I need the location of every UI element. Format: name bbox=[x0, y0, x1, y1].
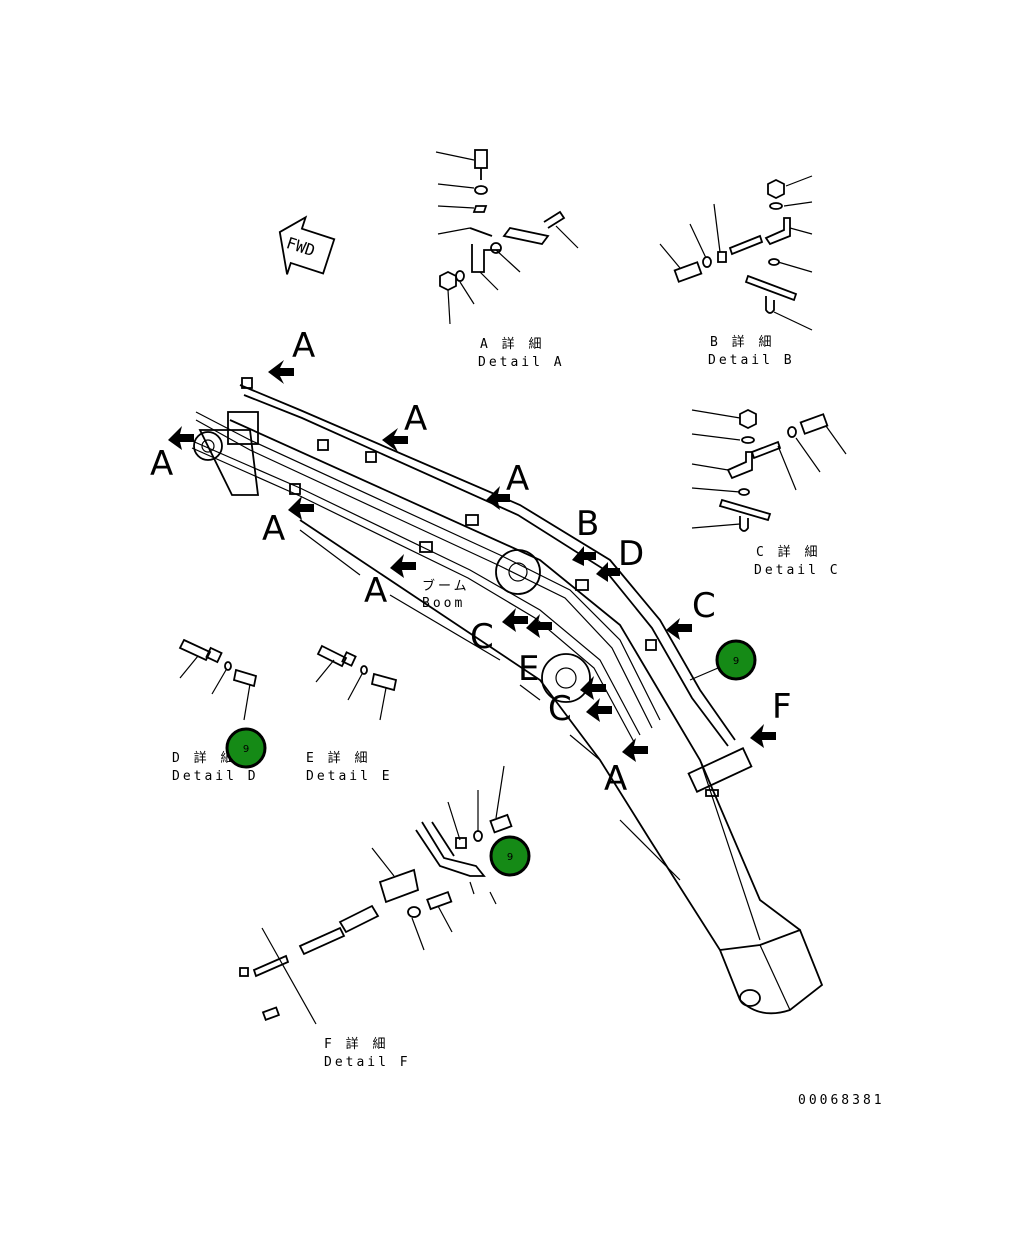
detail-c: C 詳 細 Detail C bbox=[691, 408, 847, 578]
detail-a-title-en: Detail A bbox=[478, 355, 565, 370]
callout-c: C bbox=[470, 617, 494, 657]
callout-c: C bbox=[548, 689, 572, 729]
part-marker[interactable]: 9 bbox=[715, 639, 757, 681]
part-marker[interactable]: 9 bbox=[225, 727, 267, 769]
part-marker-label: 9 bbox=[733, 656, 739, 667]
callout-a: A bbox=[404, 399, 427, 439]
detail-a-title-jp: A 詳 細 bbox=[480, 336, 544, 352]
detail-c-title-jp: C 詳 細 bbox=[756, 544, 820, 560]
fwd-indicator: FWD bbox=[278, 215, 336, 275]
callout-e: E bbox=[518, 649, 539, 689]
detail-b-title-en: Detail B bbox=[708, 353, 795, 368]
detail-e-title-en: Detail E bbox=[306, 769, 393, 784]
detail-b-title-jp: B 詳 細 bbox=[710, 334, 774, 350]
detail-f-title-jp: F 詳 細 bbox=[324, 1036, 388, 1052]
callout-d: D bbox=[618, 534, 644, 574]
boom-label-en: Boom bbox=[422, 596, 465, 611]
callout-a: A bbox=[150, 444, 173, 484]
detail-b: B 詳 細 Detail B bbox=[659, 175, 813, 368]
detail-e: E 詳 細 Detail E bbox=[306, 644, 398, 784]
callout-f: F bbox=[772, 687, 792, 727]
boom-label-jp: ブーム bbox=[422, 578, 470, 594]
callout-a: A bbox=[364, 571, 387, 611]
callout-a: A bbox=[604, 759, 627, 799]
detail-c-title-en: Detail C bbox=[754, 563, 841, 578]
fwd-label: FWD bbox=[284, 233, 317, 260]
detail-e-title-jp: E 詳 細 bbox=[306, 750, 370, 766]
callout-a: A bbox=[262, 509, 285, 549]
part-marker-label: 9 bbox=[243, 744, 249, 755]
detail-f-title-en: Detail F bbox=[324, 1055, 411, 1070]
callout-c: C bbox=[692, 586, 716, 626]
callout-b: B bbox=[576, 504, 599, 544]
detail-f: F 詳 細 Detail F bbox=[239, 765, 513, 1070]
callout-a: A bbox=[292, 326, 315, 366]
boom-structure bbox=[189, 377, 824, 1015]
detail-d-title-jp: D 詳 細 bbox=[172, 750, 236, 766]
detail-d: D 詳 細 Detail D bbox=[172, 638, 259, 784]
callout-arrows bbox=[168, 360, 776, 762]
detail-d-title-en: Detail D bbox=[172, 769, 259, 784]
callout-a: A bbox=[506, 459, 529, 499]
part-marker-label: 9 bbox=[507, 852, 513, 863]
callout-letters: A A A A A A A B D C C C E F bbox=[150, 326, 792, 799]
part-marker[interactable]: 9 bbox=[489, 835, 531, 877]
drawing-number: 00068381 bbox=[798, 1093, 885, 1108]
detail-a: A 詳 細 Detail A bbox=[435, 149, 579, 370]
